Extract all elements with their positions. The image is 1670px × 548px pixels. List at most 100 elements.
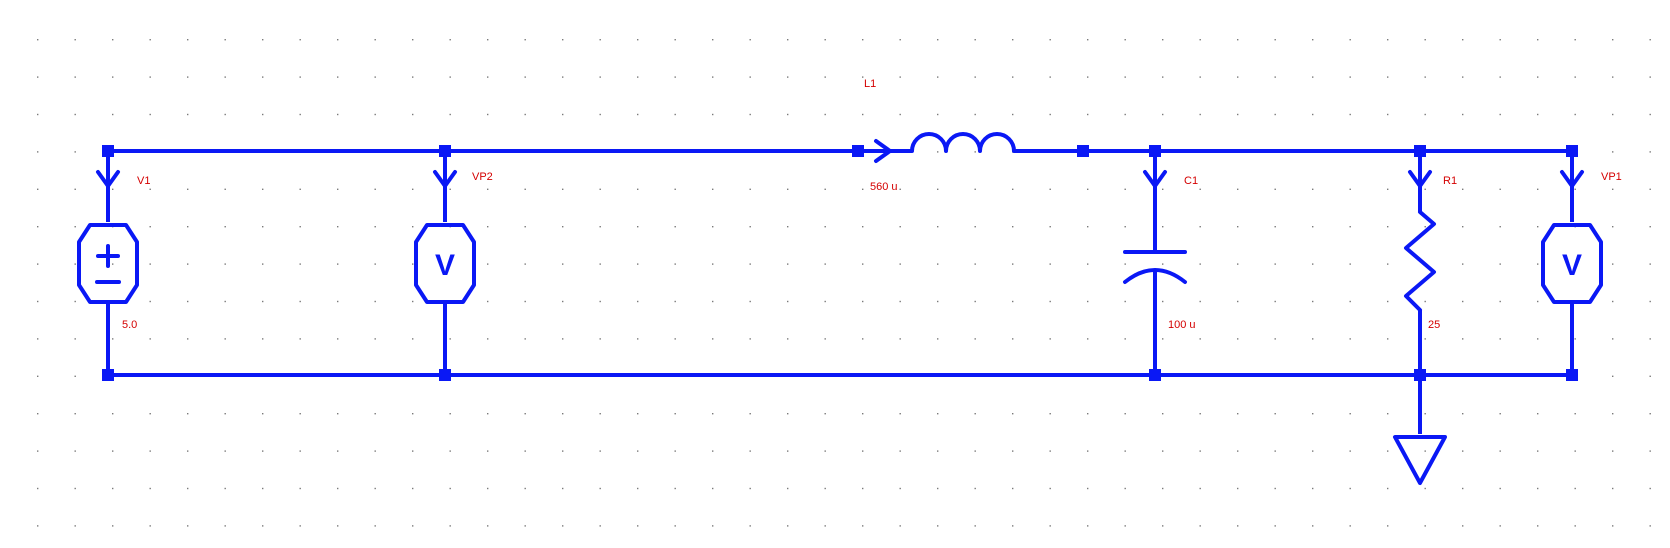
grid-dot [1237,413,1239,415]
grid-dot [599,76,601,78]
grid-dot [224,525,226,527]
node-v1-top[interactable] [102,145,114,157]
grid-dot [299,263,301,265]
grid-dot [562,113,564,116]
grid-dot [674,188,676,190]
node-v1-bottom[interactable] [102,369,114,381]
grid-dot [487,525,489,527]
grid-dot [1649,151,1651,153]
grid-dot [1612,226,1614,228]
grid-dot [262,413,264,415]
grid-dot [1424,76,1426,78]
grid-dot [1012,113,1014,116]
grid-dot [1424,300,1426,303]
grid-dot [899,188,901,190]
grid-dot [1349,525,1351,527]
grid-dot [1649,525,1651,527]
grid-dot [1462,525,1464,527]
grid-dot [337,338,339,340]
grid-dot [449,450,451,452]
grid-dot [149,525,151,527]
grid-dot [374,188,376,190]
grid-dot [524,525,526,527]
grid-dot [562,39,564,41]
grid-dot [749,226,751,228]
grid-dot [937,76,939,78]
grid-dot [862,413,864,415]
c1-capacitor[interactable]: C1 100 u [1123,151,1198,375]
grid-dot [562,525,564,527]
node-vp2-top[interactable] [439,145,451,157]
grid-dot [187,413,189,415]
grid-dot [674,263,676,265]
v1-voltage-source[interactable]: V1 5.0 [77,151,150,375]
node-r1-bottom[interactable] [1414,369,1426,381]
node-c1-bottom[interactable] [1149,369,1161,381]
grid-dot [1237,487,1239,490]
grid-dot [1424,413,1426,415]
grid-dot [1012,76,1014,78]
grid-dot [862,300,864,303]
grid-dot [1124,188,1126,190]
node-c1-top[interactable] [1149,145,1161,157]
grid-dot [112,76,114,78]
grid-dot [824,226,826,228]
grid-dot [674,76,676,78]
grid-dot [1162,113,1164,116]
r1-resistor[interactable]: R1 25 [1404,151,1457,375]
grid-dot [1499,525,1501,527]
node-l1-right[interactable] [1077,145,1089,157]
node-vp1-bottom[interactable] [1566,369,1578,381]
grid-dot [974,151,976,153]
grid-dot [1462,263,1464,265]
grid-dot [299,76,301,78]
node-vp1-top[interactable] [1566,145,1578,157]
v1-body [77,223,139,304]
grid-dot [1274,39,1276,41]
grid-dot [524,263,526,265]
vp1-voltmeter[interactable]: V VP1 [1541,151,1622,375]
grid-dot [187,450,189,452]
grid-dot [1237,39,1239,41]
grid-dot [562,450,564,452]
grid-dot [1199,263,1201,265]
grid-dot [37,450,39,452]
grid-dot [599,188,601,190]
node-l1-left[interactable] [852,145,864,157]
grid-dot [674,338,676,340]
grid-dot [1612,263,1614,265]
grid-dot [974,338,976,340]
grid-dot [1274,76,1276,78]
l1-inductor[interactable]: L1 560 u [864,78,1027,193]
grid-dot [974,413,976,415]
grid-dot [1462,450,1464,452]
node-vp2-bottom[interactable] [439,369,451,381]
grid-dot [37,151,39,153]
grid-dot [487,300,489,303]
grid-dot [1499,39,1501,41]
grid-dot [449,188,451,190]
grid-dot [149,39,151,41]
grid-dot [1312,525,1314,527]
node-r1-top[interactable] [1414,145,1426,157]
grid-dot [112,188,114,190]
grid-dot [149,487,151,490]
grid-dot [1462,300,1464,303]
grid-dot [187,76,189,78]
grid-dot [1424,226,1426,228]
grid-dot [1649,76,1651,78]
grid-dot [1349,413,1351,415]
grid-dot [1649,338,1651,340]
grid-dot [824,487,826,490]
grid-dot [1237,525,1239,527]
ground-icon[interactable] [1393,435,1447,485]
vp2-voltmeter[interactable]: V VP2 [414,151,493,375]
grid-dot [337,300,339,303]
grid-dot [1462,39,1464,41]
grid-dot [1162,188,1164,190]
grid-dot [674,113,676,116]
grid-dot [299,300,301,303]
grid-dot [149,300,151,303]
grid-dot [1387,487,1389,490]
